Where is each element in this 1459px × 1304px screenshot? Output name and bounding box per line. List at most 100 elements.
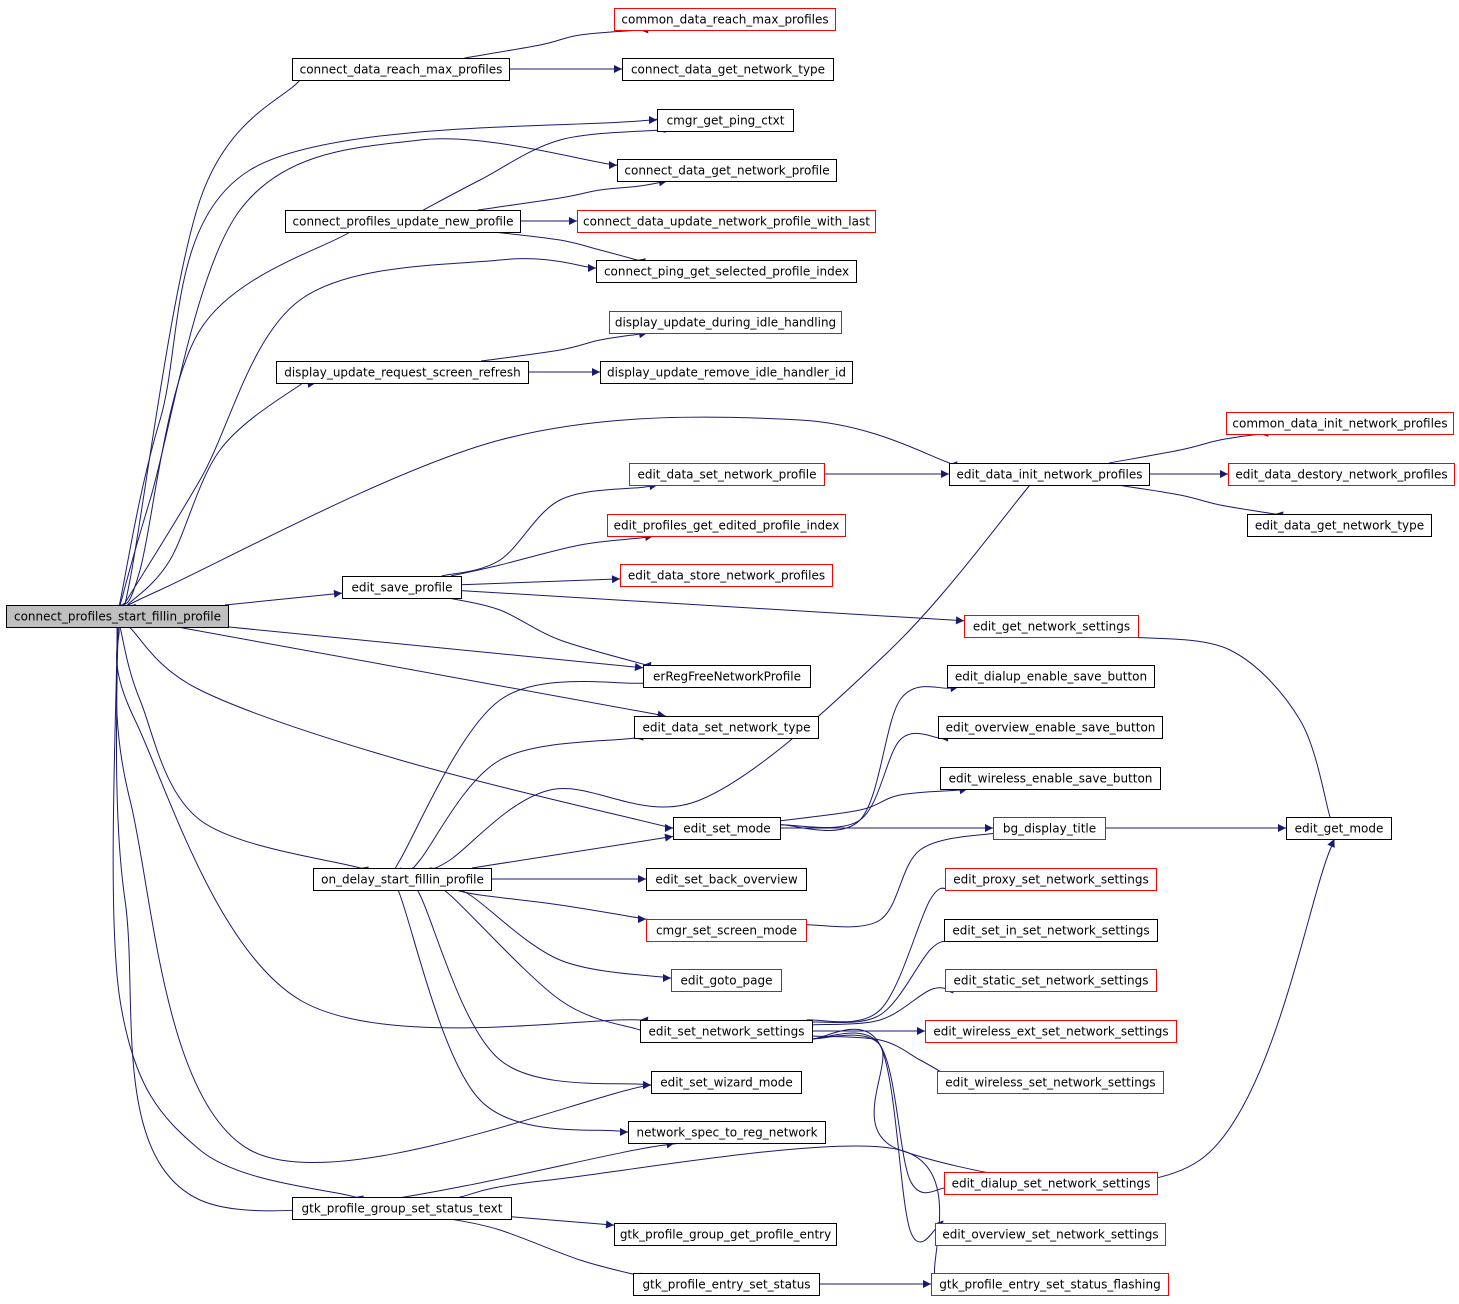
node-display-update-remove-idle-handler-id[interactable]: display_update_remove_idle_handler_id — [600, 361, 853, 384]
node-box — [633, 1273, 820, 1296]
node-label: edit_wireless_set_network_settings — [945, 1076, 1155, 1090]
node-label: connect_data_update_network_profile_with… — [583, 215, 870, 229]
node-edit-set-wizard-mode[interactable]: edit_set_wizard_mode — [651, 1071, 802, 1094]
node-edit-set-network-settings[interactable]: edit_set_network_settings — [640, 1020, 813, 1043]
node-label: bg_display_title — [1003, 822, 1096, 836]
node-box — [935, 1223, 1166, 1246]
edge-root-to-cdrmp — [120, 70, 309, 618]
node-network-spec-to-reg-network[interactable]: network_spec_to_reg_network — [628, 1121, 826, 1144]
node-box — [646, 868, 807, 891]
edge-cdrmp-to-common_rmp — [464, 25, 649, 59]
node-gtk-profile-group-get-profile-entry[interactable]: gtk_profile_group_get_profile_entry — [614, 1223, 837, 1246]
node-label: edit_save_profile — [351, 581, 452, 595]
node-label: edit_get_network_settings — [973, 620, 1130, 634]
node-label: edit_overview_set_network_settings — [942, 1228, 1158, 1242]
node-erregfreenetworkprofile[interactable]: erRegFreeNetworkProfile — [643, 665, 811, 688]
node-connect-data-get-network-profile[interactable]: connect_data_get_network_profile — [617, 159, 837, 182]
node-label: connect_profiles_start_fillin_profile — [14, 610, 221, 624]
edge-root-to-odsfp — [119, 626, 373, 875]
edge-edinp-to-common_inp — [1108, 428, 1269, 464]
node-edit-data-destory-network-profiles[interactable]: edit_data_destory_network_profiles — [1228, 463, 1455, 486]
node-edit-data-store-network-profiles[interactable]: edit_data_store_network_profiles — [620, 564, 833, 587]
node-box — [600, 361, 853, 384]
node-box — [342, 576, 462, 599]
node-box — [276, 361, 529, 384]
node-label: edit_proxy_set_network_settings — [953, 873, 1148, 887]
node-edit-dialup-set-network-settings[interactable]: edit_dialup_set_network_settings — [944, 1172, 1158, 1195]
node-box — [937, 1071, 1164, 1094]
node-box — [614, 8, 836, 31]
node-label: connect_data_reach_max_profiles — [300, 63, 503, 77]
node-cmgr-get-ping-ctxt[interactable]: cmgr_get_ping_ctxt — [657, 109, 794, 132]
node-connect-data-reach-max-profiles[interactable]: connect_data_reach_max_profiles — [292, 58, 510, 81]
node-box — [313, 868, 492, 891]
node-connect-profiles-start-fillin-profile[interactable]: connect_profiles_start_fillin_profile — [6, 605, 229, 628]
node-edit-wireless-enable-save-button[interactable]: edit_wireless_enable_save_button — [940, 767, 1161, 790]
node-edit-goto-page[interactable]: edit_goto_page — [671, 969, 782, 992]
node-edit-set-mode[interactable]: edit_set_mode — [673, 817, 781, 840]
node-gtk-profile-entry-set-status-flashing[interactable]: gtk_profile_entry_set_status_flashing — [931, 1273, 1169, 1296]
node-label: edit_data_get_network_type — [1255, 519, 1424, 533]
node-edit-wireless-set-network-settings[interactable]: edit_wireless_set_network_settings — [937, 1071, 1164, 1094]
node-on-delay-start-fillin-profile[interactable]: on_delay_start_fillin_profile — [313, 868, 492, 891]
node-box — [945, 868, 1157, 891]
node-gtk-profile-entry-set-status[interactable]: gtk_profile_entry_set_status — [633, 1273, 820, 1296]
node-edit-static-set-network-settings[interactable]: edit_static_set_network_settings — [945, 969, 1157, 992]
node-edit-proxy-set-network-settings[interactable]: edit_proxy_set_network_settings — [945, 868, 1157, 891]
node-edit-wireless-ext-set-network-settings[interactable]: edit_wireless_ext_set_network_settings — [925, 1020, 1177, 1043]
node-box — [620, 564, 833, 587]
node-edit-data-init-network-profiles[interactable]: edit_data_init_network_profiles — [949, 463, 1150, 486]
edge-esp-to-edstnp — [460, 575, 621, 586]
node-label: edit_data_store_network_profiles — [628, 569, 825, 583]
edge-odsfp-to-edinp — [429, 472, 1041, 869]
node-label: on_delay_start_fillin_profile — [321, 873, 484, 887]
node-edit-overview-enable-save-button[interactable]: edit_overview_enable_save_button — [938, 716, 1163, 739]
node-edit-dialup-enable-save-button[interactable]: edit_dialup_enable_save_button — [947, 665, 1155, 688]
node-common-data-init-network-profiles[interactable]: common_data_init_network_profiles — [1226, 412, 1454, 435]
node-box — [993, 817, 1106, 840]
edge-odsfp-to-cssm — [455, 889, 653, 924]
node-gtk-profile-group-set-status-text[interactable]: gtk_profile_group_set_status_text — [292, 1197, 512, 1220]
node-edit-data-set-network-profile[interactable]: edit_data_set_network_profile — [629, 463, 825, 486]
node-edit-save-profile[interactable]: edit_save_profile — [342, 576, 462, 599]
node-connect-data-update-network-profile-with-last[interactable]: connect_data_update_network_profile_with… — [577, 210, 876, 233]
node-box — [944, 1172, 1158, 1195]
edge-edinp-to-edgnt — [1117, 484, 1284, 520]
node-box — [577, 210, 876, 233]
edge-esp-to-egns — [460, 590, 965, 625]
node-edit-data-set-network-type[interactable]: edit_data_set_network_type — [634, 716, 819, 739]
node-display-update-request-screen-refresh[interactable]: display_update_request_screen_refresh — [276, 361, 529, 384]
node-edit-profiles-get-edited-profile-index[interactable]: edit_profiles_get_edited_profile_index — [607, 514, 846, 537]
node-connect-profiles-update-new-profile[interactable]: connect_profiles_update_new_profile — [285, 210, 521, 233]
node-edit-set-back-overview[interactable]: edit_set_back_overview — [646, 868, 807, 891]
node-box — [940, 767, 1161, 790]
node-label: display_update_remove_idle_handler_id — [607, 366, 846, 380]
node-label: edit_overview_enable_save_button — [946, 721, 1156, 735]
node-box — [634, 716, 819, 739]
node-bg-display-title[interactable]: bg_display_title — [993, 817, 1106, 840]
node-edit-get-mode[interactable]: edit_get_mode — [1286, 817, 1392, 840]
edge-cpunp-to-cdgnp — [477, 178, 668, 211]
edge-esm-to-ewesb — [779, 786, 969, 822]
node-connect-data-get-network-type[interactable]: connect_data_get_network_type — [622, 58, 834, 81]
node-connect-ping-get-selected-profile-index[interactable]: connect_ping_get_selected_profile_index — [596, 260, 857, 283]
node-cmgr-set-screen-mode[interactable]: cmgr_set_screen_mode — [646, 919, 807, 942]
node-box — [6, 605, 229, 628]
node-edit-data-get-network-type[interactable]: edit_data_get_network_type — [1247, 514, 1432, 537]
node-box — [949, 463, 1150, 486]
node-common-data-reach-max-profiles[interactable]: common_data_reach_max_profiles — [614, 8, 836, 31]
node-edit-overview-set-network-settings[interactable]: edit_overview_set_network_settings — [935, 1223, 1166, 1246]
node-display-update-during-idle-handling[interactable]: display_update_during_idle_handling — [609, 311, 842, 334]
node-edit-set-in-set-network-settings[interactable]: edit_set_in_set_network_settings — [944, 919, 1158, 942]
node-label: edit_data_set_network_type — [643, 721, 811, 735]
node-box — [609, 311, 842, 334]
node-label: display_update_request_screen_refresh — [284, 366, 521, 380]
node-label: edit_set_network_settings — [649, 1025, 805, 1039]
node-label: edit_set_mode — [683, 822, 770, 836]
node-label: erRegFreeNetworkProfile — [653, 670, 801, 684]
node-label: connect_ping_get_selected_profile_index — [604, 265, 849, 279]
node-box — [947, 665, 1155, 688]
node-edit-get-network-settings[interactable]: edit_get_network_settings — [964, 615, 1139, 638]
edge-durs-to-dudih — [480, 330, 648, 362]
node-box — [938, 716, 1163, 739]
